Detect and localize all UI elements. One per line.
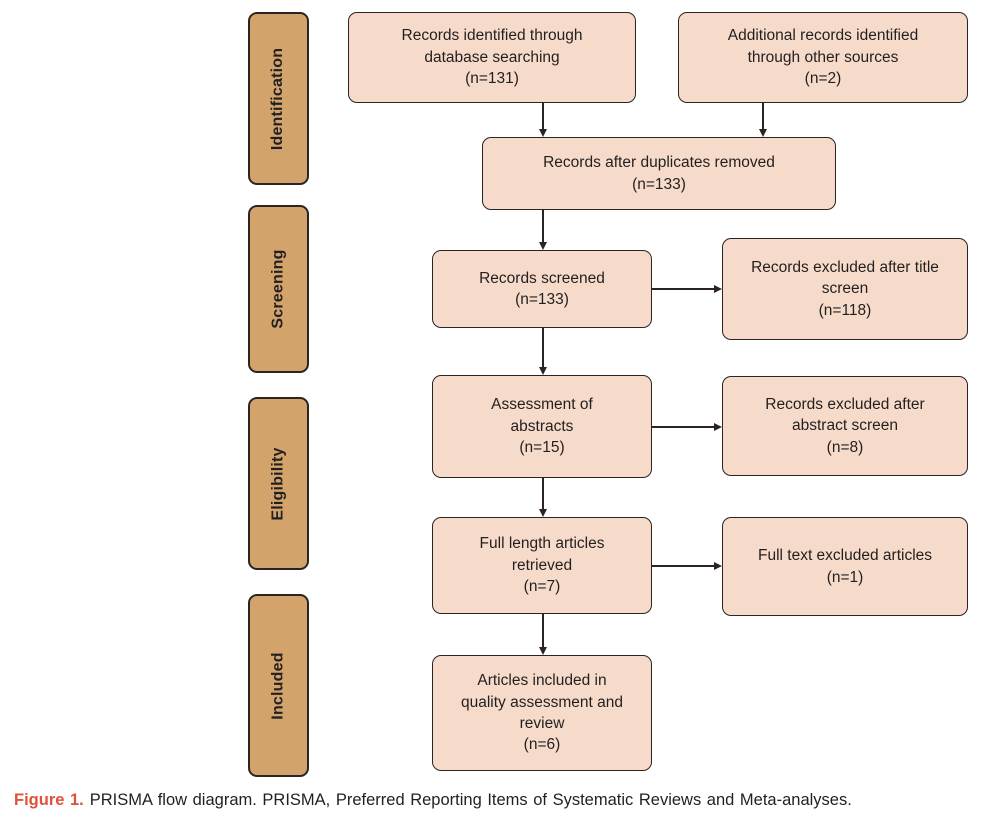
node-abstract-assessment-text: Assessment of abstracts (n=15): [491, 396, 593, 457]
figure-caption: Figure 1. PRISMA flow diagram. PRISMA, Pr…: [14, 790, 970, 811]
node-full-length-retrieved: Full length articles retrieved (n=7): [432, 517, 652, 614]
arrow-duplicates-to-screened: [538, 210, 548, 250]
stage-screening: Screening: [248, 205, 309, 373]
arrow-full-length-to-full-text-excluded: [652, 561, 722, 571]
node-full-text-excluded: Full text excluded articles (n=1): [722, 517, 968, 616]
stage-included-label: Included: [269, 651, 287, 720]
arrow-abstract-to-excluded-abstract: [652, 422, 722, 432]
node-full-text-excluded-text: Full text excluded articles (n=1): [757, 547, 933, 586]
node-db-search: Records identified through database sear…: [348, 12, 636, 103]
node-full-length-retrieved-text: Full length articles retrieved (n=7): [479, 535, 605, 596]
node-abstract-assessment: Assessment of abstracts (n=15): [432, 375, 652, 478]
node-excluded-title: Records excluded after title screen (n=1…: [722, 238, 968, 340]
node-duplicates-removed-text: Records after duplicates removed (n=133): [543, 154, 775, 193]
node-excluded-abstract: Records excluded after abstract screen (…: [722, 376, 968, 476]
node-excluded-title-text: Records excluded after title screen (n=1…: [751, 258, 939, 319]
stage-screening-label: Screening: [269, 249, 287, 329]
stage-identification-label: Identification: [269, 47, 287, 150]
node-included-review: Articles included in quality assessment …: [432, 655, 652, 771]
arrow-db-search-to-duplicates: [538, 103, 548, 137]
arrow-screened-to-abstract: [538, 328, 548, 375]
node-excluded-abstract-text: Records excluded after abstract screen (…: [765, 395, 925, 456]
stage-eligibility: Eligibility: [248, 397, 309, 570]
node-screened: Records screened (n=133): [432, 250, 652, 328]
stage-eligibility-label: Eligibility: [269, 446, 287, 521]
figure-caption-label: Figure 1.: [14, 791, 84, 809]
stage-identification: Identification: [248, 12, 309, 185]
node-included-review-text: Articles included in quality assessment …: [461, 672, 623, 754]
arrow-full-length-to-included: [538, 614, 548, 655]
node-screened-text: Records screened (n=133): [479, 269, 605, 308]
stage-included: Included: [248, 594, 309, 777]
node-db-search-text: Records identified through database sear…: [401, 27, 583, 88]
arrow-other-sources-to-duplicates: [758, 103, 768, 137]
arrow-screened-to-excluded-title: [652, 284, 722, 294]
node-other-sources-text: Additional records identified through ot…: [727, 27, 919, 88]
node-duplicates-removed: Records after duplicates removed (n=133): [482, 137, 836, 210]
node-other-sources: Additional records identified through ot…: [678, 12, 968, 103]
figure-caption-text: PRISMA flow diagram. PRISMA, Preferred R…: [89, 791, 852, 809]
arrow-abstract-to-full-length: [538, 478, 548, 517]
